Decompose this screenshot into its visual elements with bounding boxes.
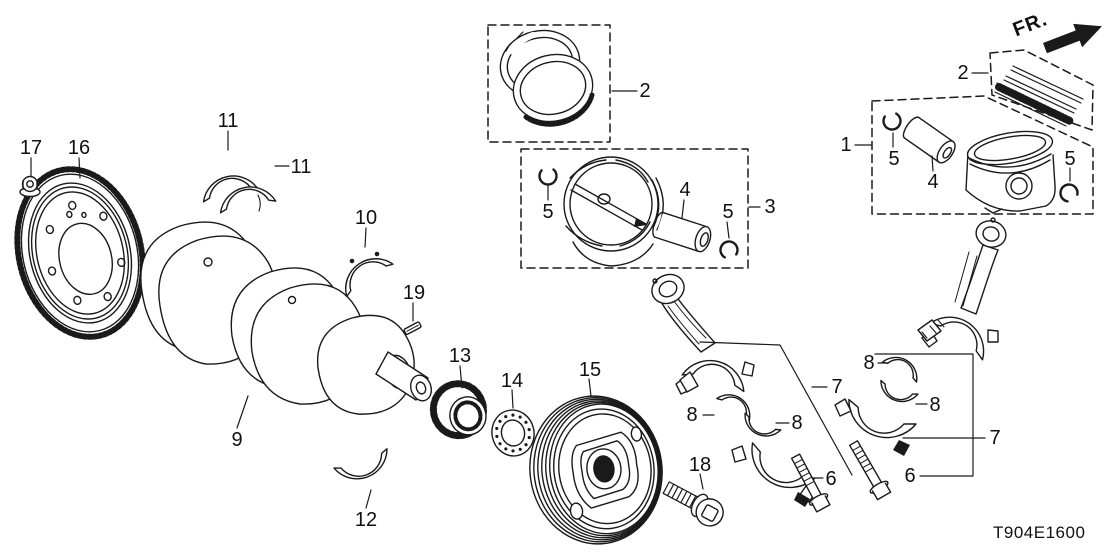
callout-box-rings-left	[488, 22, 610, 142]
part-label-17: 17	[19, 137, 43, 159]
part-label-4-right: 4	[927, 171, 939, 193]
part-label-15: 15	[578, 359, 602, 381]
part-label-11b: 11	[290, 156, 312, 178]
connecting-rod-left	[647, 269, 754, 394]
leader-lines	[31, 73, 1070, 508]
pulley-bolt	[659, 477, 728, 531]
part-label-5-box3-right: 5	[722, 201, 734, 223]
part-label-9: 9	[231, 429, 243, 451]
part-label-3: 3	[764, 196, 776, 218]
part-label-10: 10	[354, 207, 378, 229]
part-label-16: 16	[67, 137, 91, 159]
part-label-8d: 8	[929, 394, 941, 416]
part-label-5-box1-right: 5	[1064, 148, 1076, 170]
piston-pin-b	[900, 115, 958, 166]
rod-bolt-left	[787, 452, 832, 513]
rod-bearings-right	[875, 349, 925, 408]
piston-pin-clip-a	[536, 164, 560, 188]
part-label-2-left: 2	[639, 80, 651, 102]
piston-pin-clip-b	[717, 238, 740, 261]
part-label-18: 18	[688, 454, 712, 476]
piston-pin-a	[650, 211, 713, 254]
piston-top-view	[564, 157, 663, 266]
rod-bearings-left	[716, 386, 782, 444]
main-bearing-lower	[333, 448, 395, 488]
part-label-2-right: 2	[957, 62, 969, 84]
rod-bolt-right	[845, 438, 893, 501]
callout-box-piston-middle	[521, 149, 748, 268]
part-label-6-right: 6	[904, 465, 916, 487]
main-bearing-upper-pair	[198, 170, 277, 214]
piston-pin-clip-d	[1059, 183, 1079, 203]
part-label-8b: 8	[791, 412, 803, 434]
part-label-7-right: 7	[989, 427, 1001, 449]
piston-ring-set-left	[493, 22, 600, 129]
fr-arrow-icon	[1043, 23, 1102, 54]
crank-pulley	[520, 388, 671, 553]
part-label-14: 14	[500, 370, 524, 392]
part-label-13: 13	[448, 345, 472, 367]
piston-pin-clip-c	[880, 109, 903, 132]
thrust-washer	[488, 406, 539, 460]
part-label-11a: 11	[217, 110, 239, 132]
piston-side-view	[965, 126, 1055, 213]
part-label-8a: 8	[686, 404, 698, 426]
part-label-19: 19	[402, 282, 426, 304]
part-label-5-box3-left: 5	[542, 201, 554, 223]
crank-sprocket	[429, 379, 490, 441]
part-label-12: 12	[354, 509, 378, 531]
part-label-4-left: 4	[679, 179, 691, 201]
callout-box-rings-right	[990, 50, 1093, 130]
part-label-7-left: 7	[831, 376, 843, 398]
callout-box-piston-right	[872, 96, 1093, 214]
diagram-code: T904E1600	[993, 523, 1086, 542]
drive-plate-ring-gear	[0, 156, 160, 350]
rod-cap-left	[680, 372, 816, 507]
crankshaft-key	[404, 322, 422, 335]
part-label-5-box1-left: 5	[888, 148, 900, 170]
part-label-6-left: 6	[825, 468, 837, 490]
crankshaft	[141, 222, 435, 414]
piston-ring-set-right	[995, 66, 1083, 126]
drive-plate-bolt	[20, 177, 40, 197]
rod-cap-right	[835, 320, 944, 456]
connecting-rod-right	[922, 218, 1009, 361]
part-label-8c: 8	[863, 352, 875, 374]
main-bearing-upper	[334, 247, 394, 298]
part-label-1: 1	[840, 134, 852, 156]
drive-plate-bolt-holes	[33, 193, 132, 313]
